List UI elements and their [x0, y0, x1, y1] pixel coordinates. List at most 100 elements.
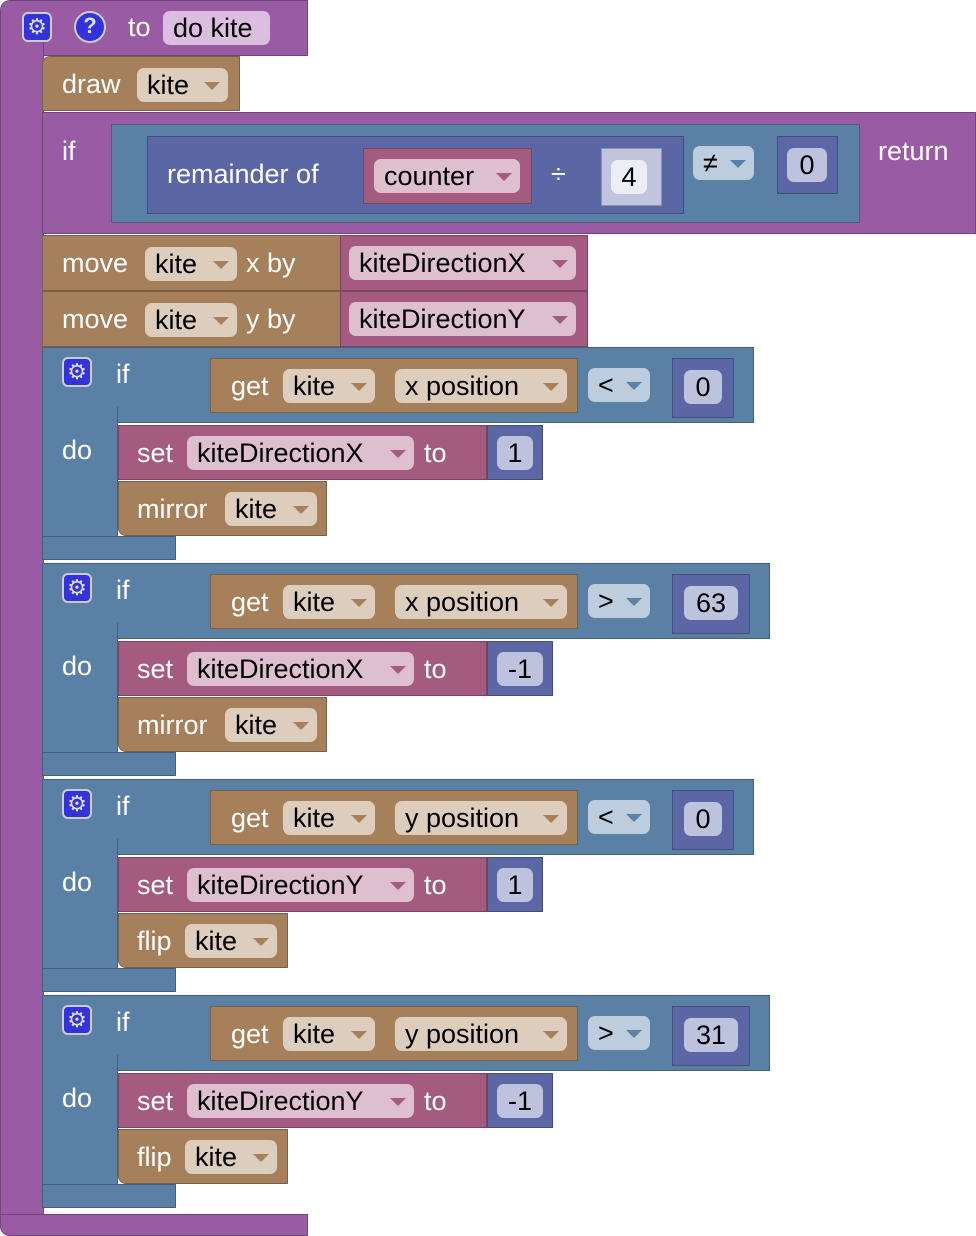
if-block-bottom [42, 752, 176, 776]
sprite-dropdown[interactable]: kite [185, 924, 277, 958]
number-field[interactable]: 31 [684, 1018, 738, 1052]
number-field[interactable]: 0 [684, 802, 722, 836]
operator-dropdown[interactable]: > [588, 584, 650, 618]
set-value-field[interactable]: 1 [497, 868, 533, 902]
property-dropdown[interactable]: y position [395, 801, 567, 835]
move-y-block[interactable]: move kite y by [42, 291, 341, 347]
sprite-dropdown[interactable]: kite [283, 1017, 375, 1051]
sprite-dropdown[interactable]: kite [225, 708, 317, 742]
gear-icon[interactable]: ⚙ [62, 357, 92, 387]
number-block[interactable]: 0 [672, 358, 734, 418]
set-value-block[interactable]: -1 [487, 1073, 553, 1128]
counter-dropdown[interactable]: counter [374, 159, 520, 193]
variable-block[interactable]: kiteDirectionX [340, 235, 588, 291]
sprite-dropdown[interactable]: kite [283, 369, 375, 403]
set-variable-block[interactable]: set kiteDirectionY to [118, 857, 487, 912]
compare-block[interactable]: remainder of counter ÷ 4 ≠ 0 [111, 124, 860, 223]
if-block-arm [42, 839, 118, 992]
variable-dropdown[interactable]: kiteDirectionY [187, 868, 414, 902]
set-label: set [137, 654, 174, 684]
set-value-field[interactable]: -1 [497, 652, 543, 686]
set-variable-block[interactable]: set kiteDirectionY to [118, 1073, 487, 1128]
operator-dropdown[interactable]: > [588, 1016, 650, 1050]
variable-dropdown[interactable]: kiteDirectionY [187, 1084, 414, 1118]
number-block[interactable]: 0 [777, 136, 838, 194]
set-value-block[interactable]: -1 [487, 641, 553, 696]
get-property-block[interactable]: get kite y position [210, 790, 578, 845]
operator-value: < [598, 370, 614, 400]
if-block-bottom [42, 536, 176, 560]
action-block[interactable]: mirror kite [118, 481, 327, 536]
if-block[interactable]: ⚙ if get kite x position < 0 do set kite… [0, 347, 976, 563]
sprite-dropdown[interactable]: kite [225, 492, 317, 526]
variable-value: kiteDirectionX [197, 438, 364, 468]
operator-dropdown[interactable]: < [588, 368, 650, 402]
if-block[interactable]: ⚙ if get kite y position > 31 do set kit… [0, 995, 976, 1211]
help-icon[interactable]: ? [74, 11, 106, 43]
if-label: if [116, 575, 130, 605]
if-label: if [116, 359, 130, 389]
variable-dropdown[interactable]: kiteDirectionY [349, 302, 576, 336]
if-block[interactable]: ⚙ if get kite x position > 63 do set kit… [0, 563, 976, 779]
do-label: do [62, 435, 93, 465]
set-value-block[interactable]: 1 [487, 425, 543, 480]
gear-icon[interactable]: ⚙ [62, 789, 92, 819]
sprite-value: kite [235, 710, 278, 740]
get-property-block[interactable]: get kite x position [210, 358, 578, 413]
procedure-name-field[interactable]: do kite [163, 11, 270, 45]
operator-dropdown[interactable]: < [588, 800, 650, 834]
if-block[interactable]: ⚙ if get kite y position < 0 do set kite… [0, 779, 976, 995]
axis-label: x by [246, 248, 296, 278]
dropdown-arrow-icon [293, 722, 309, 730]
sprite-dropdown[interactable]: kite [283, 801, 375, 835]
property-dropdown[interactable]: x position [395, 585, 567, 619]
property-dropdown[interactable]: y position [395, 1017, 567, 1051]
sprite-dropdown[interactable]: kite [137, 68, 228, 102]
number-field[interactable]: 0 [684, 370, 722, 404]
variable-dropdown[interactable]: kiteDirectionX [187, 436, 414, 470]
number-field[interactable]: 0 [787, 148, 827, 182]
number-block[interactable]: 63 [672, 574, 750, 634]
get-property-block[interactable]: get kite x position [210, 574, 578, 629]
set-variable-block[interactable]: set kiteDirectionX to [118, 641, 487, 696]
property-dropdown[interactable]: x position [395, 369, 567, 403]
remainder-block[interactable]: remainder of counter ÷ 4 [147, 136, 684, 214]
do-label: do [62, 651, 93, 681]
draw-block[interactable]: draw kite [42, 56, 240, 111]
sprite-dropdown[interactable]: kite [145, 303, 237, 337]
to-label: to [424, 870, 447, 900]
action-label: mirror [137, 494, 208, 524]
counter-variable-block[interactable]: counter [363, 148, 532, 204]
sprite-dropdown[interactable]: kite [145, 247, 237, 281]
set-value-field[interactable]: 1 [497, 436, 533, 470]
divide-symbol: ÷ [551, 159, 566, 189]
action-block[interactable]: flip kite [118, 913, 288, 968]
set-value-block[interactable]: 1 [487, 857, 543, 912]
action-label: flip [137, 926, 172, 956]
sprite-dropdown[interactable]: kite [283, 585, 375, 619]
number-block[interactable]: 31 [672, 1006, 750, 1066]
return-if-block[interactable]: if remainder of counter ÷ 4 ≠ 0 return [42, 112, 976, 234]
action-block[interactable]: mirror kite [118, 697, 327, 752]
variable-dropdown[interactable]: kiteDirectionX [187, 652, 414, 686]
gear-icon[interactable]: ⚙ [62, 1005, 92, 1035]
gear-icon[interactable]: ⚙ [62, 573, 92, 603]
get-property-block[interactable]: get kite y position [210, 1006, 578, 1061]
action-block[interactable]: flip kite [118, 1129, 288, 1184]
sprite-dropdown[interactable]: kite [185, 1140, 277, 1174]
divisor-block[interactable]: 4 [601, 148, 662, 206]
set-variable-block[interactable]: set kiteDirectionX to [118, 425, 487, 480]
gear-icon[interactable]: ⚙ [22, 12, 52, 42]
number-block[interactable]: 0 [672, 790, 734, 850]
divisor-field[interactable]: 4 [611, 160, 647, 194]
dropdown-arrow-icon [351, 383, 367, 391]
variable-dropdown[interactable]: kiteDirectionX [349, 246, 576, 280]
number-field[interactable]: 63 [684, 586, 738, 620]
set-value-field[interactable]: -1 [497, 1084, 543, 1118]
move-x-block[interactable]: move kite x by [42, 235, 341, 291]
dropdown-arrow-icon [253, 1154, 269, 1162]
property-value: y position [405, 1019, 520, 1049]
procedure-block-bottom [0, 1214, 308, 1236]
operator-dropdown[interactable]: ≠ [693, 146, 754, 180]
variable-block[interactable]: kiteDirectionY [340, 291, 588, 347]
